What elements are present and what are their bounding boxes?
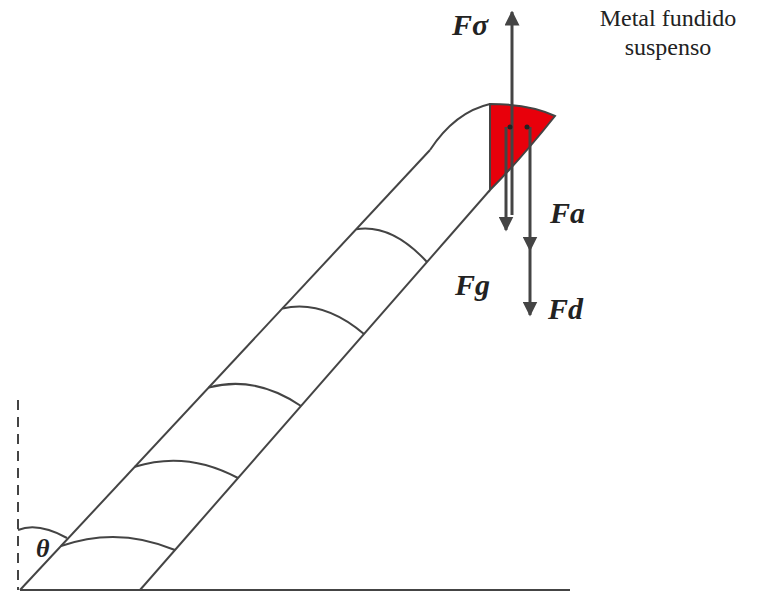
- gravity-arrow: [505, 127, 508, 230]
- droplet-force-arrow: [529, 250, 532, 315]
- force-point: [508, 125, 513, 130]
- force-point: [525, 125, 530, 130]
- arc-force-arrow: [529, 127, 532, 250]
- weld-ripple: [356, 228, 427, 262]
- weld-ripple: [135, 461, 238, 478]
- bead-cap: [430, 104, 490, 150]
- force-label: Fg: [455, 268, 490, 302]
- force-label: Fa: [550, 196, 585, 230]
- bead-edge: [20, 150, 430, 590]
- callout-text: Metal fundido suspenso: [568, 4, 768, 62]
- surface-tension-arrow: [511, 12, 514, 215]
- weld-ripple: [209, 384, 301, 406]
- weld-ripples: [61, 228, 427, 550]
- force-label: Fd: [548, 292, 583, 326]
- molten-metal: [490, 104, 555, 190]
- bead-edge: [140, 190, 490, 590]
- base-line: [20, 589, 570, 591]
- angle-label: θ: [36, 534, 50, 564]
- force-label: Fσ: [452, 8, 488, 42]
- vertical-reference: [17, 400, 19, 590]
- weld-ripple: [61, 537, 175, 550]
- weld-ripple: [282, 306, 364, 334]
